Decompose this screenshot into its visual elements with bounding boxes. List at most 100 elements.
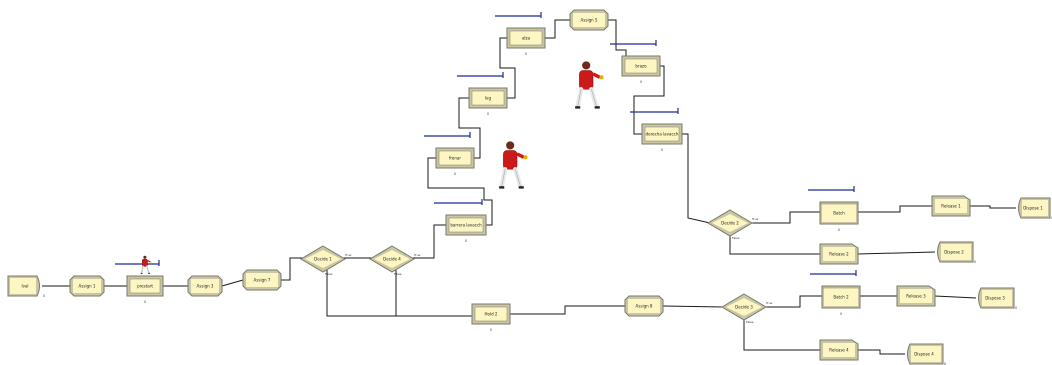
process-module-process_fre[interactable]: frenar 0	[435, 147, 475, 176]
module-label: brazo	[635, 64, 647, 69]
assign-module-assign1[interactable]: Assign 1	[69, 275, 105, 297]
decide-true-label: True	[765, 301, 773, 305]
module-label: leg	[485, 96, 492, 101]
queue-process_alza[interactable]	[495, 12, 542, 18]
decide-false-label: False	[746, 320, 754, 324]
connector[interactable]	[743, 316, 820, 351]
module-counter: 0	[487, 112, 489, 116]
module-counter: 0	[1015, 306, 1017, 310]
queue-process_pre[interactable]	[115, 260, 160, 266]
assign-module-assign8[interactable]: Assign 8	[624, 295, 664, 317]
connector[interactable]	[934, 295, 977, 299]
module-label: Decide 3	[735, 305, 753, 310]
module-label: Assign 7	[254, 278, 271, 283]
module-label: Dispose 4	[914, 352, 934, 357]
worker-picture-1	[575, 61, 604, 109]
batch-module-batch2[interactable]: Batch 20	[821, 285, 861, 316]
module-counter: 0	[840, 312, 842, 316]
module-counter: 0	[525, 52, 527, 56]
module-label: prestart	[137, 284, 153, 289]
connectors	[42, 19, 1016, 355]
release-module-release1[interactable]: Release 1	[931, 195, 971, 217]
module-label: Decide 2	[721, 221, 739, 226]
assign-module-assign5[interactable]: Assign 5	[569, 9, 609, 31]
module-label: Dispose 2	[944, 250, 964, 255]
module-label: Release 2	[829, 252, 849, 257]
queue-process_leg[interactable]	[457, 72, 504, 78]
queue-process_fre[interactable]	[424, 132, 471, 138]
module-counter: 0	[43, 294, 45, 298]
connector[interactable]	[858, 349, 905, 355]
queue-batch1[interactable]	[808, 186, 855, 192]
module-label: Release 4	[829, 348, 849, 353]
module-counter: 0	[465, 239, 467, 243]
release-module-release2[interactable]: Release 2	[819, 243, 859, 265]
create-module-create_in[interactable]: Ival 0	[7, 275, 45, 298]
decide-false-label: False	[732, 236, 740, 240]
queue-process_brazo[interactable]	[610, 40, 657, 46]
connector[interactable]	[858, 205, 932, 213]
connector[interactable]	[412, 224, 446, 259]
connector[interactable]	[545, 19, 570, 39]
connector[interactable]	[281, 257, 303, 281]
module-label: Batch	[833, 211, 845, 216]
module-label: Dispose 1	[1023, 206, 1043, 211]
decide-true-label: True	[413, 253, 421, 257]
dispose-module-dispose4[interactable]: Dispose 4 0	[907, 343, 947, 365]
connector[interactable]	[750, 211, 820, 224]
connector[interactable]	[764, 295, 822, 308]
assign-module-assign7[interactable]: Assign 7	[242, 269, 282, 291]
module-label: Ival	[21, 284, 28, 289]
dispose-module-dispose3[interactable]: Dispose 3 0	[978, 287, 1018, 310]
connector[interactable]	[458, 97, 481, 159]
process-module-process_leg[interactable]: leg 0	[468, 87, 508, 116]
connector[interactable]	[970, 205, 1016, 209]
resource-pictures	[140, 61, 604, 274]
module-label: Assign 8	[636, 304, 653, 309]
connector[interactable]	[499, 37, 516, 99]
queue-batch2[interactable]	[810, 270, 857, 276]
module-label: derecha lavacch	[646, 132, 679, 137]
connector[interactable]	[510, 305, 625, 315]
module-label: Decide 1	[314, 257, 332, 262]
module-label: Dispose 3	[985, 296, 1005, 301]
release-module-release4[interactable]: Release 4	[819, 339, 859, 361]
connector[interactable]	[729, 232, 820, 255]
connector[interactable]	[662, 305, 725, 308]
module-label: Assign 3	[197, 284, 214, 289]
module-label: Release 1	[941, 204, 961, 209]
module-counter: 0	[944, 362, 946, 365]
dispose-module-dispose1[interactable]: Dispose 10	[1018, 197, 1052, 220]
module-counter: 0	[454, 172, 456, 176]
decide-true-label: True	[344, 253, 352, 257]
connector[interactable]	[857, 251, 936, 255]
queue-process_der[interactable]	[630, 108, 679, 114]
queue-process_left[interactable]	[434, 199, 483, 205]
process-module-hold2[interactable]: Hold 20	[471, 303, 511, 332]
process-module-process_brazo[interactable]: brazo 0	[621, 55, 661, 84]
module-label: frenar	[449, 156, 461, 161]
connector[interactable]	[326, 270, 472, 317]
module-counter: 0	[640, 80, 642, 84]
assign-module-assign3[interactable]: Assign 3	[187, 275, 223, 297]
release-module-release3[interactable]: Release 3	[896, 285, 936, 307]
dispose-module-dispose2[interactable]: Dispose 2 0	[937, 241, 977, 264]
module-label: Release 3	[906, 294, 926, 299]
connector[interactable]	[427, 157, 493, 226]
connector[interactable]	[682, 133, 711, 224]
module-label: Assign 5	[581, 18, 598, 23]
module-label: Assign 1	[79, 284, 96, 289]
module-counter: 0	[974, 260, 976, 264]
connector[interactable]	[633, 65, 665, 135]
connector[interactable]	[221, 279, 244, 287]
